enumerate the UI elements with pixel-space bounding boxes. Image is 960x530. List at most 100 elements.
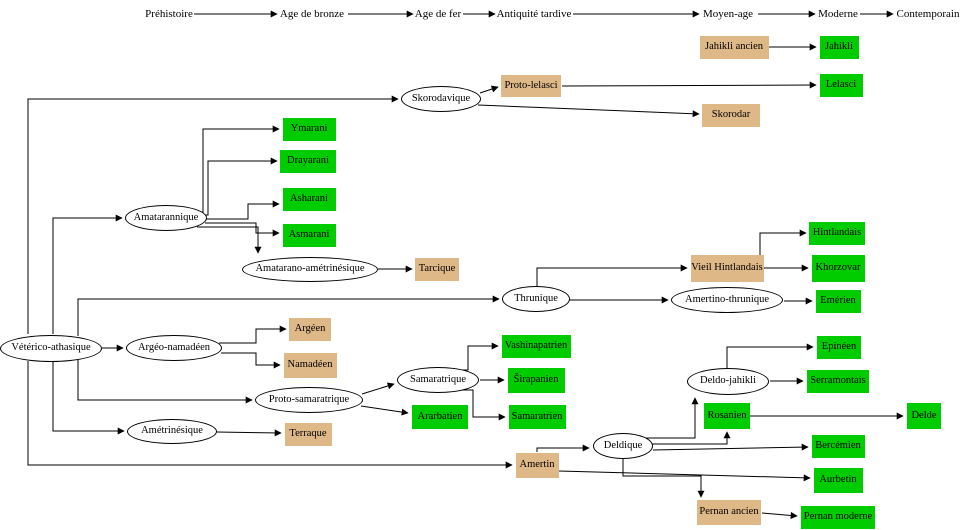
node-label-namadeen: Namadéen	[287, 358, 333, 370]
node-amertino-thrunique: Amertino-thrunique	[671, 287, 783, 313]
node-label-delde: Delde	[911, 409, 937, 421]
edge-pernan-ancien-pernan-moderne	[761, 511, 798, 519]
node-terraque: Terraque	[284, 422, 332, 446]
node-proto-lelasci: Proto-lelasci	[501, 75, 561, 97]
node-amatarano-ametrinesique: Amatarano-amétrinésique	[242, 256, 378, 282]
node-argeen: Argéen	[289, 317, 331, 341]
node-label-veterico-athasique: Vétérico-athasique	[11, 341, 91, 353]
node-label-amatarano-ametrinesique: Amatarano-amétrinésique	[255, 262, 365, 274]
node-label-hintlandais: Hintlandais	[812, 226, 862, 238]
edge-amatarannique-asmarani	[205, 222, 280, 237]
node-label-amertino-thrunique: Amertino-thrunique	[685, 293, 769, 305]
edge-samaratrique-samaratrien	[461, 389, 506, 421]
node-serramontais: Serramontais	[807, 369, 869, 393]
node-asmarani: Asmarani	[282, 223, 336, 247]
node-amatarannique: Amatarannique	[125, 205, 207, 231]
node-delde: Delde	[907, 403, 941, 429]
edge-amatarannique-asharani	[206, 200, 280, 220]
node-label-proto-lelasci: Proto-lelasci	[504, 79, 558, 91]
edge-skorodavique-proto-lelasci	[479, 85, 499, 94]
node-label-asmarani: Asmarani	[288, 228, 330, 240]
node-label-skorodar: Skorodar	[711, 108, 751, 120]
node-skorodavique: Skorodavique	[401, 86, 481, 112]
node-hintlandais: Hintlandais	[809, 221, 865, 245]
edge-veterico-athasique-amertin	[27, 361, 513, 469]
node-label-amertin: Amertin	[519, 458, 555, 470]
edge-amatarannique-amatarano-ametrinesique	[197, 226, 262, 254]
node-label-proto-samaratrique: Proto-samaratrique	[268, 393, 350, 405]
node-label-thrunique: Thrunique	[514, 292, 558, 304]
node-veterico-athasique: Vétérico-athasique	[0, 334, 102, 362]
node-drayarani: Drayarani	[280, 149, 336, 173]
node-label-samaratrien: Samaratrien	[511, 410, 563, 422]
node-label-emerien: Emérien	[820, 294, 856, 306]
node-label-amatarannique: Amatarannique	[133, 211, 199, 223]
node-amertin: Amertin	[515, 452, 559, 478]
node-bercemien: Bercémien	[811, 434, 865, 458]
node-ararbatien: Ararbatien	[412, 405, 468, 429]
node-label-bercemien: Bercémien	[815, 439, 861, 451]
edge-argeo-namadeen-argeen	[219, 325, 287, 344]
node-label-deldo-jahikli: Deldo-jahikli	[700, 374, 756, 386]
node-label-vieil-hintlandais: Vieil Hintlandais	[691, 261, 763, 273]
edge-deldo-jahikli-epineen	[726, 343, 814, 368]
node-skorodar: Skorodar	[702, 103, 760, 127]
node-khorzovar: Khorzovar	[811, 254, 865, 282]
edge-veterico-athasique-amatarannique	[52, 214, 123, 334]
node-label-vashinapatrien: Vashinapatrien	[504, 339, 568, 351]
edge-vieil-hintlandais-hintlandais	[759, 229, 807, 255]
node-label-jahikli: Jahikli	[825, 40, 853, 52]
node-namadeen: Namadéen	[283, 352, 337, 378]
timeline-label-age-de-fer: Age de fer	[414, 8, 462, 20]
node-pernan-moderne: Pernan moderne	[801, 505, 875, 529]
timeline-label-antiquite-tardive: Antiquité tardive	[496, 8, 572, 20]
node-label-khorzovar: Khorzovar	[815, 261, 861, 273]
timeline-label-contemporain: Contemporain	[896, 8, 960, 20]
node-tarcique: Tarcique	[415, 257, 459, 281]
node-label-serramontais: Serramontais	[810, 374, 866, 386]
edge-veterico-athasique-proto-samaratrique	[77, 360, 253, 404]
edge-deldique-bercemien	[652, 443, 809, 451]
node-jahikli: Jahikli	[819, 35, 859, 59]
node-label-pernan-ancien: Pernan ancien	[699, 505, 759, 517]
node-label-lelasci: Lelasci	[825, 78, 857, 90]
node-vieil-hintlandais: Vieil Hintlandais	[690, 254, 764, 282]
node-proto-samaratrique: Proto-samaratrique	[255, 387, 363, 413]
node-label-pernan-moderne: Pernan moderne	[803, 510, 873, 522]
edge-veterico-athasique-skorodavique	[27, 95, 399, 334]
edge-thrunique-vieil-hintlandais	[536, 264, 688, 286]
node-label-terraque: Terraque	[289, 427, 327, 439]
edge-proto-samaratrique-samaratrique	[361, 382, 395, 395]
edge-proto-samaratrique-ararbatien	[360, 405, 409, 416]
edge-ametrinesique-terraque	[216, 429, 282, 437]
node-label-epineen: Epinéen	[821, 340, 857, 352]
timeline-label-moyen-age: Moyen-age	[702, 8, 754, 20]
edge-argeo-namadeen-namadeen	[221, 352, 281, 369]
node-vashinapatrien: Vashinapatrien	[501, 334, 571, 358]
node-aurbetin: Aurbetin	[813, 467, 863, 493]
node-label-argeo-namadeen: Argéo-namadéen	[137, 341, 211, 353]
node-label-sirapanien: Širapanien	[513, 373, 559, 385]
node-emerien: Emérien	[815, 289, 861, 313]
node-deldique: Deldique	[593, 433, 653, 459]
node-label-skorodavique: Skorodavique	[411, 92, 471, 104]
edge-deldique-deldo-jahikli	[646, 397, 699, 439]
edge-amertin-deldique	[536, 444, 590, 452]
node-label-ametrinesique: Amétrinésique	[141, 424, 203, 436]
node-label-rosanien: Rosanien	[707, 409, 747, 421]
edge-proto-lelasci-lelasci	[561, 81, 817, 89]
node-asharani: Asharani	[282, 187, 336, 211]
node-label-jahikli-ancien: Jahikli ancien	[704, 40, 764, 52]
edge-samaratrique-vashinapatrien	[459, 342, 499, 371]
node-lelasci: Lelasci	[819, 73, 863, 97]
node-sirapanien: Širapanien	[507, 367, 565, 393]
node-pernan-ancien: Pernan ancien	[697, 499, 761, 525]
node-label-drayarani: Drayarani	[287, 154, 329, 166]
edge-veterico-athasique-thrunique	[77, 295, 500, 336]
edge-skorodavique-skorodar	[477, 104, 700, 118]
edge-deldique-rosanien	[652, 431, 731, 445]
node-samaratrique: Samaratrique	[397, 367, 479, 393]
node-ymarani: Ymarani	[282, 117, 336, 141]
